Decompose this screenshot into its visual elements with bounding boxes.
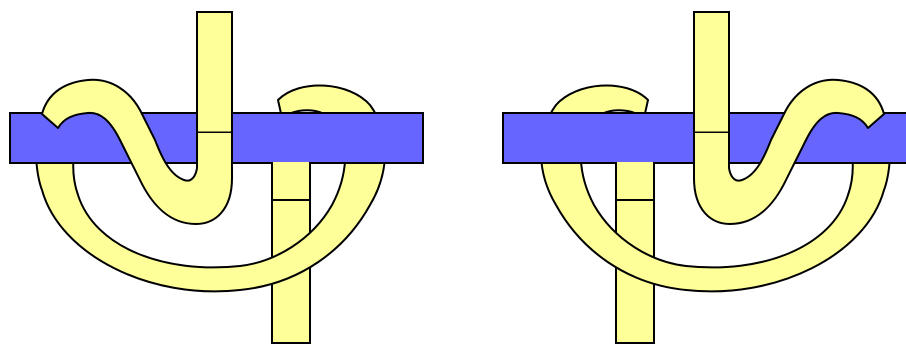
knot-right [503,12,906,343]
knot-left [10,12,423,343]
